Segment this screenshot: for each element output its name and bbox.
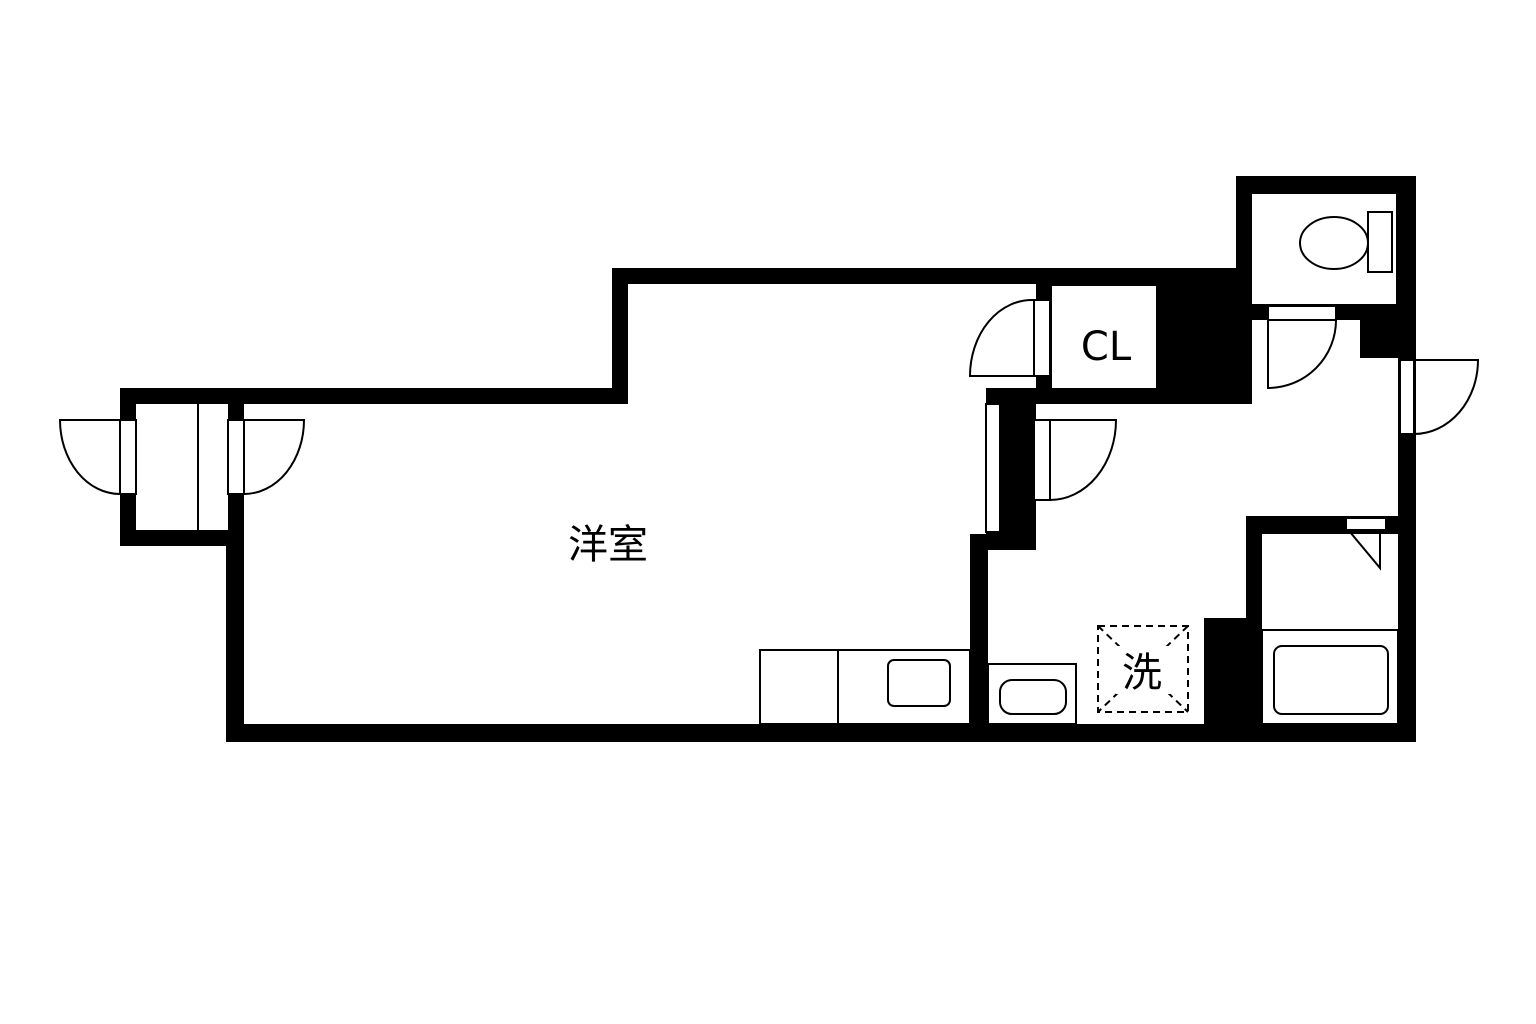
closet-door[interactable] [968, 298, 1051, 377]
balcony-outer-door[interactable] [58, 419, 137, 495]
closet-label: CL [1081, 324, 1132, 370]
room-to-hall-door[interactable] [1033, 419, 1118, 501]
entrance-door[interactable] [1399, 359, 1480, 435]
toilet-icon [1299, 211, 1393, 273]
toilet-door[interactable] [1267, 305, 1337, 390]
bathtub-icon [1261, 629, 1399, 725]
washer-label: 洗 [1122, 650, 1162, 696]
western-room-label: 洋室 [568, 522, 648, 568]
washer-space: 洗 [1097, 625, 1189, 713]
washbasin-icon [987, 663, 1077, 725]
partition-post [985, 403, 1001, 533]
kitchen-counter [759, 649, 971, 725]
balcony-sash-door[interactable] [227, 419, 306, 495]
bathroom-door[interactable] [1345, 517, 1387, 571]
